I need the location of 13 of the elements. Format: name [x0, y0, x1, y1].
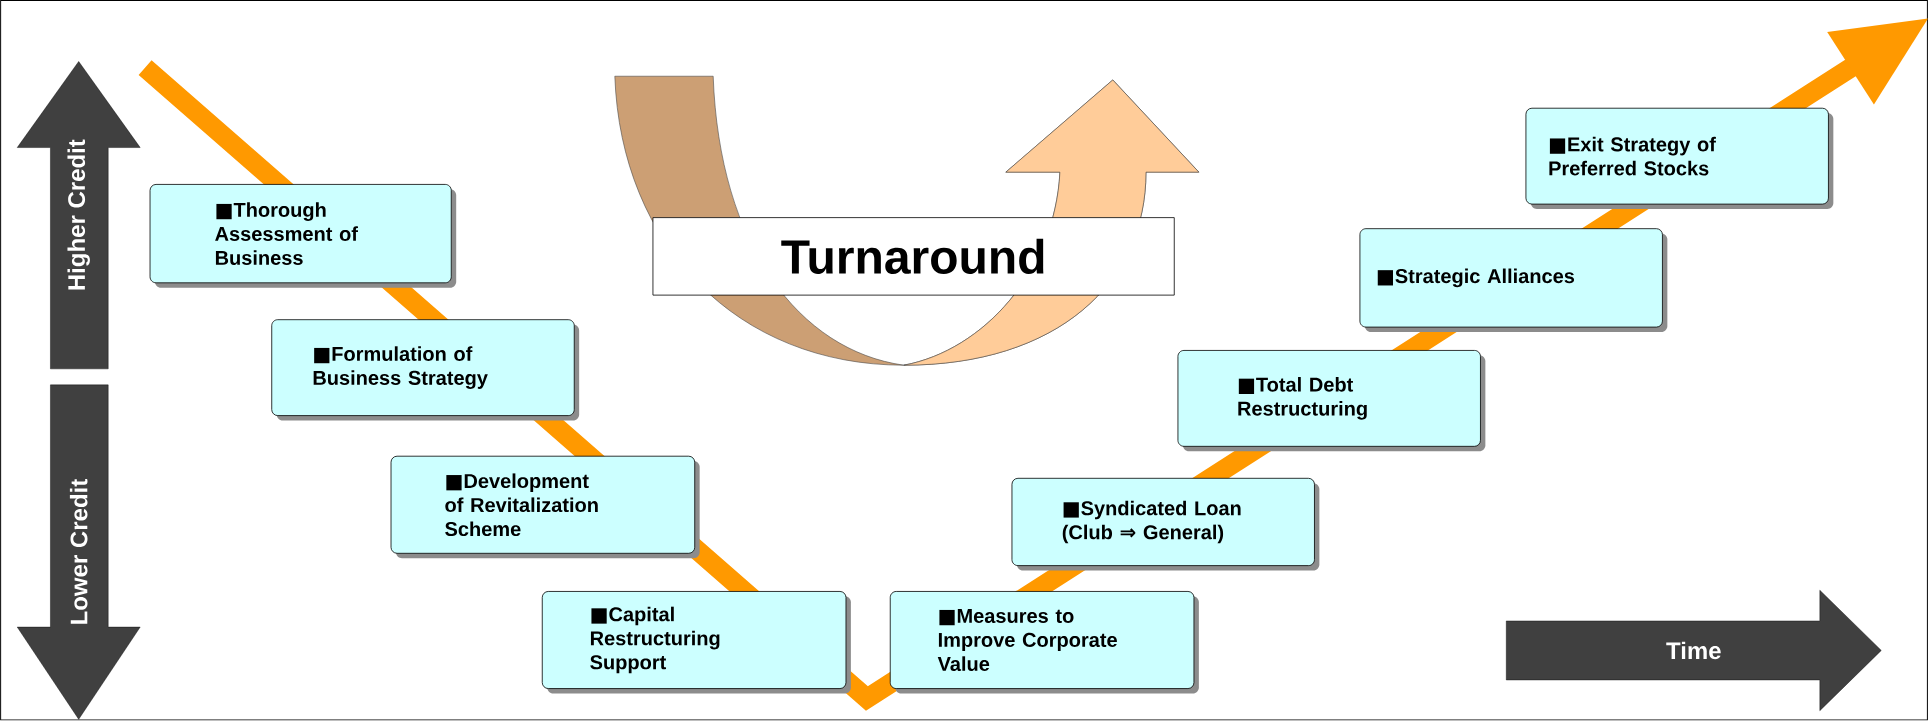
- step-box: ■Thorough Assessment of Business: [149, 184, 457, 288]
- pointer-banner: Time: [1506, 590, 1882, 712]
- step-box: ■Formulation of Business Strategy: [271, 319, 580, 421]
- pointer-banner: Higher Credit: [17, 61, 141, 370]
- step-box: ■Development of Revitalization Scheme: [390, 456, 700, 559]
- step-box: ■Syndicated Loan (Club ⇒ General): [1011, 478, 1320, 571]
- pointer-banner: Lower Credit: [17, 384, 141, 720]
- step-box: ■Strategic Alliances: [1359, 228, 1668, 333]
- step-box: ■Total Debt Restructuring: [1177, 350, 1486, 452]
- title-box: Turnaround: [652, 217, 1175, 296]
- step-box: ■Capital Restructuring Support: [541, 591, 851, 694]
- step-box: ■Measures to Improve Corporate Value: [889, 591, 1199, 694]
- step-box: ■Exit Strategy of Preferred Stocks: [1525, 108, 1834, 210]
